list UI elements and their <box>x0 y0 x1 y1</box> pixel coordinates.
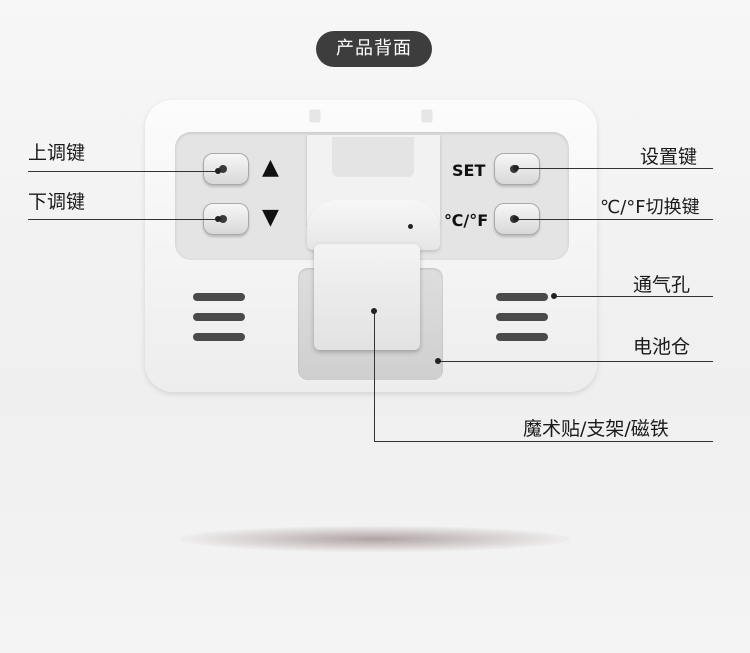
label-mount: 魔术贴/支架/磁铁 <box>523 418 669 440</box>
label-up-key: 上调键 <box>28 142 86 164</box>
callout-line-set <box>516 168 713 169</box>
label-set-key: 设置键 <box>640 146 698 168</box>
callout-dot-vent <box>551 293 557 299</box>
callout-line-unit <box>516 219 713 220</box>
down-arrow-icon: ▼ <box>262 205 279 230</box>
vent-slot <box>193 313 245 321</box>
callout-line-battery <box>438 361 713 362</box>
vent-slot <box>193 293 245 301</box>
callout-dot-mount <box>371 308 377 314</box>
hinge-right <box>422 110 432 122</box>
set-button-text: SET <box>452 161 486 180</box>
mount-clip <box>314 244 420 350</box>
callout-dot-battery <box>435 358 441 364</box>
up-arrow-icon: ▲ <box>262 155 279 180</box>
vent-slot <box>496 333 548 341</box>
label-unit-switch-key: ℃/°F切换键 <box>600 197 700 218</box>
label-battery: 电池仓 <box>633 336 691 358</box>
callout-dot-up <box>215 168 221 174</box>
callout-line-mount-vertical <box>374 311 375 441</box>
callout-dot-unit <box>513 216 519 222</box>
unit-button-text: ℃/°F <box>444 211 489 230</box>
vent-slot <box>193 333 245 341</box>
up-button[interactable] <box>203 153 249 185</box>
stand-body <box>307 200 440 250</box>
floor-shadow <box>180 526 570 552</box>
label-vent: 通气孔 <box>633 274 691 296</box>
hinge-left <box>310 110 320 122</box>
callout-line-down <box>28 219 218 220</box>
stand-hinge-dot <box>408 224 413 229</box>
callout-dot-down <box>215 216 221 222</box>
vent-slot <box>496 313 548 321</box>
callout-line-mount <box>374 441 713 442</box>
label-down-key: 下调键 <box>28 191 86 213</box>
vent-slot <box>496 293 548 301</box>
callout-dot-set <box>513 165 519 171</box>
page-title: 产品背面 <box>316 31 432 67</box>
callout-line-vent <box>554 296 713 297</box>
callout-line-up <box>28 171 218 172</box>
stand-cutout <box>332 137 414 177</box>
